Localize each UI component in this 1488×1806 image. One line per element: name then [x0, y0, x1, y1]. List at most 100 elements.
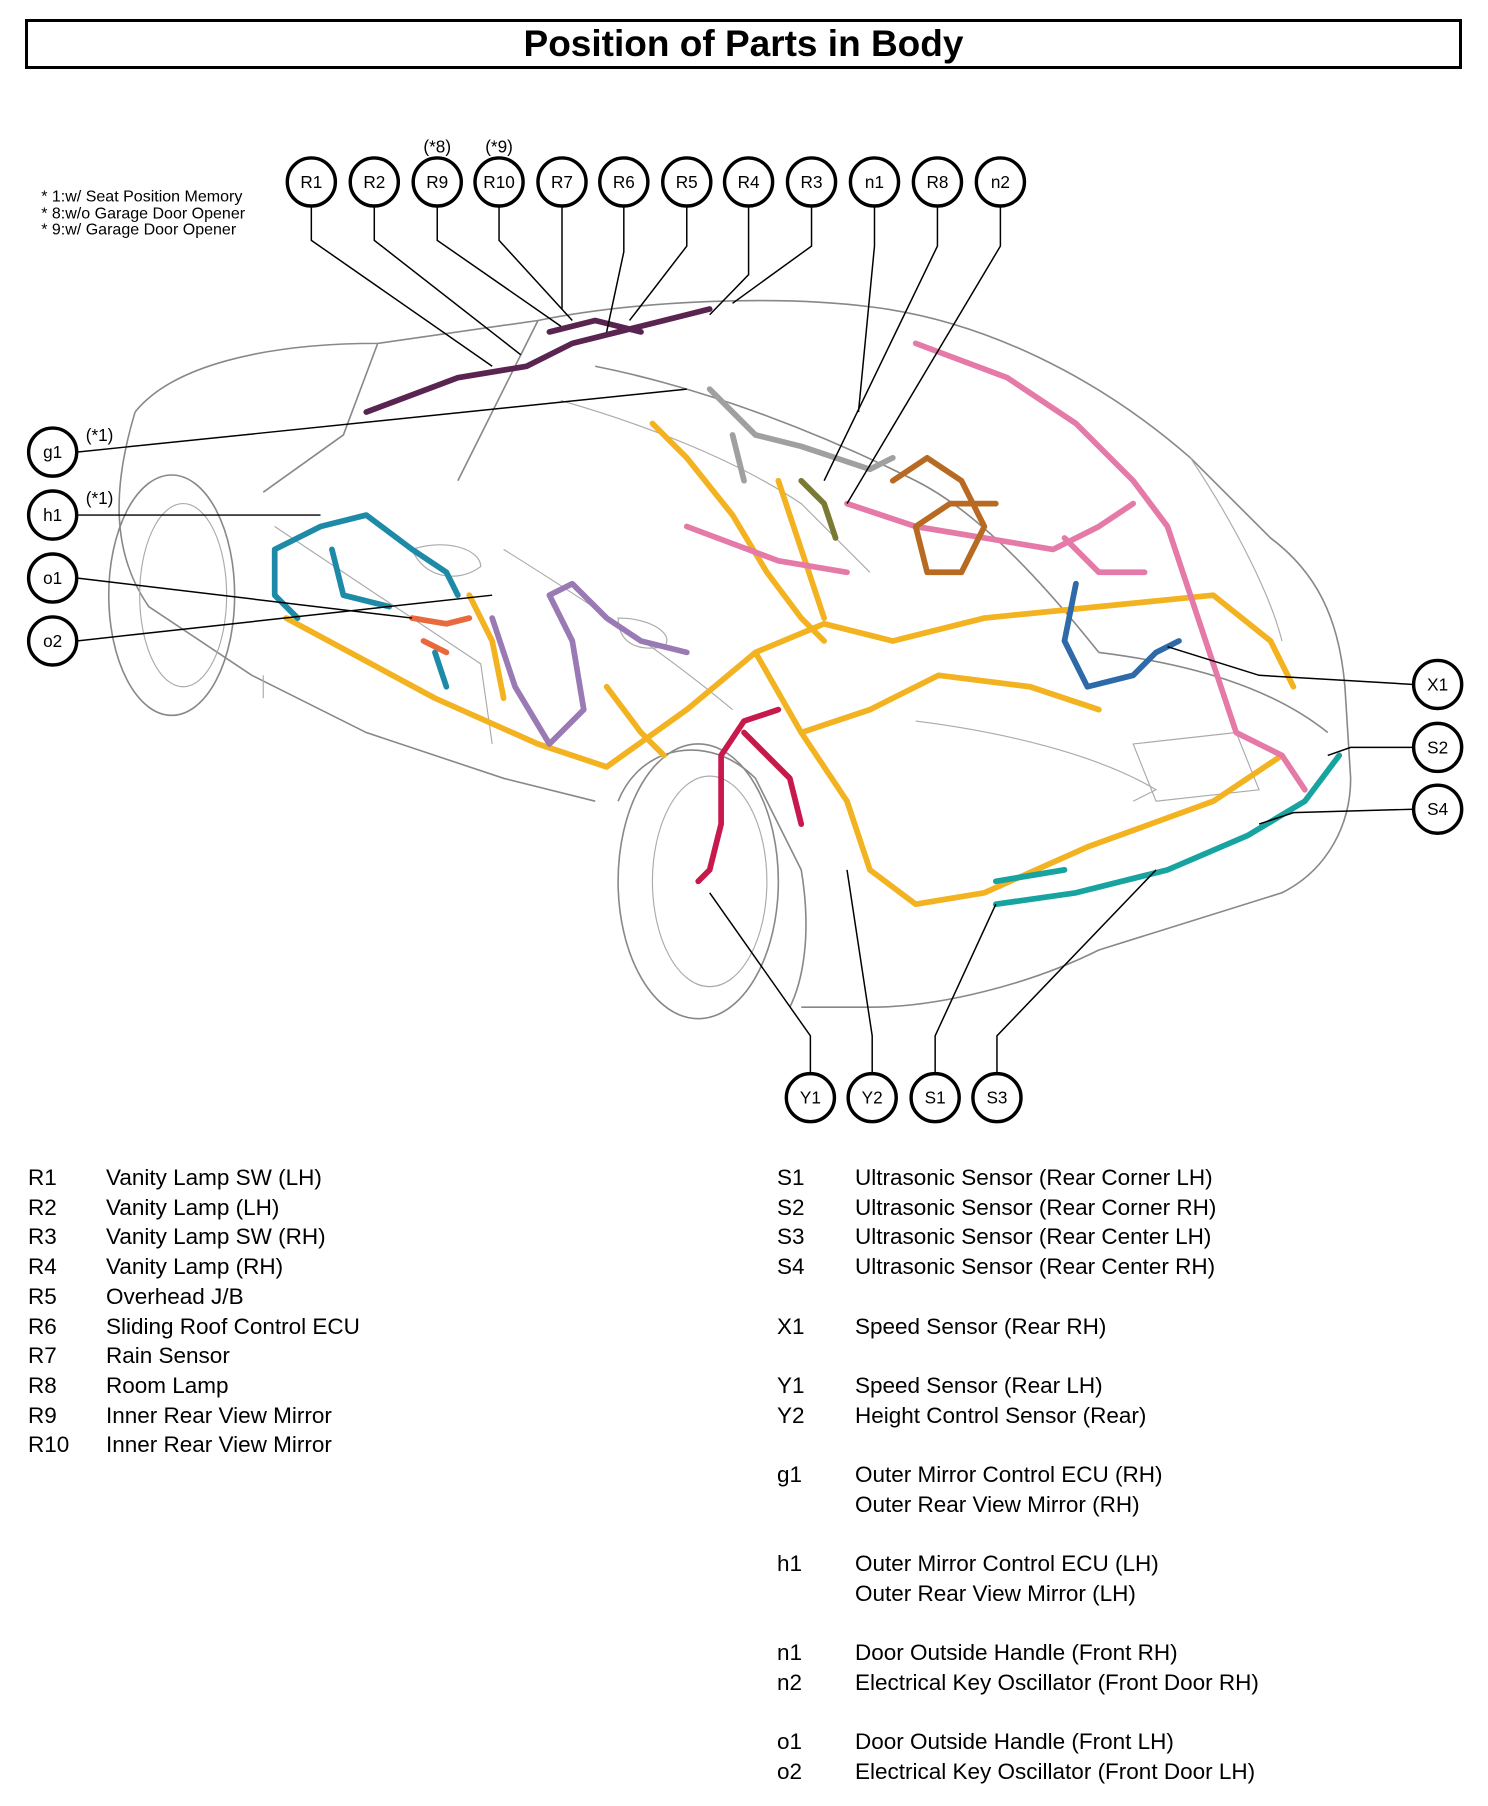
harness-crimson	[695, 706, 805, 885]
legend-desc: Outer Rear View Mirror (LH)	[855, 1580, 1136, 1606]
legend-code: n1	[777, 1640, 803, 1666]
callout-o1: o1	[26, 552, 79, 604]
legend-spacer	[777, 1430, 1467, 1460]
page-title: Position of Parts in Body	[523, 23, 964, 64]
legend-desc: Rain Sensor	[106, 1343, 230, 1369]
legend-row: R2 Vanity Lamp (LH)	[28, 1193, 728, 1223]
legend-row: n2 Electrical Key Oscillator (Front Door …	[777, 1668, 1467, 1698]
legend-spacer	[777, 1282, 1467, 1312]
callout-note-h1: (*1)	[86, 488, 114, 508]
legend-row: R4 Vanity Lamp (RH)	[28, 1252, 728, 1282]
legend-code: Y2	[777, 1402, 805, 1428]
body-parts-diagram: * 1:w/ Seat Position Memory * 8:w/o Gara…	[26, 137, 1464, 1124]
svg-text:S3: S3	[986, 1088, 1007, 1108]
svg-text:h1: h1	[43, 505, 62, 525]
legend-desc: Sliding Roof Control ECU	[106, 1313, 360, 1339]
svg-text:R8: R8	[926, 172, 948, 192]
svg-text:R3: R3	[801, 172, 823, 192]
legend-desc: Outer Mirror Control ECU (LH)	[855, 1551, 1159, 1577]
callout-r5: R5	[661, 156, 713, 208]
svg-text:R5: R5	[676, 172, 698, 192]
callout-n2: n2	[974, 156, 1027, 208]
harness-gray	[706, 386, 896, 484]
callout-n1: n1	[848, 156, 901, 208]
legend-desc: Vanity Lamp SW (LH)	[106, 1165, 322, 1190]
legend-code: g1	[777, 1461, 803, 1487]
harness-yellow	[283, 420, 1297, 908]
callout-x1: X1	[1411, 658, 1464, 711]
svg-text:R7: R7	[551, 172, 573, 192]
legend-code	[777, 1579, 855, 1609]
legend-left: R1 Vanity Lamp SW (LH) R2 Vanity Lamp (LH)…	[28, 1163, 728, 1460]
legend-code: S1	[777, 1165, 805, 1190]
svg-text:R6: R6	[613, 172, 635, 192]
legend-desc: Inner Rear View Mirror	[106, 1402, 332, 1428]
svg-text:R10: R10	[483, 172, 514, 192]
callout-r4: R4	[722, 156, 775, 208]
legend-desc: Electrical Key Oscillator (Front Door RH…	[855, 1669, 1259, 1695]
harness-lavender	[489, 580, 690, 747]
harness-olive	[798, 477, 839, 541]
callout-note-g1: (*1)	[86, 425, 114, 445]
note-3: * 9:w/ Garage Door Opener	[41, 221, 237, 239]
callout-o2: o2	[26, 615, 79, 667]
legend-code: R3	[28, 1224, 57, 1250]
legend-code: R2	[28, 1194, 57, 1220]
svg-text:Y2: Y2	[862, 1088, 883, 1108]
legend-row: Outer Rear View Mirror (RH)	[777, 1490, 1467, 1520]
svg-text:S2: S2	[1427, 737, 1448, 757]
legend-desc: Ultrasonic Sensor (Rear Center RH)	[855, 1254, 1216, 1280]
legend-code: R10	[28, 1432, 70, 1458]
svg-text:g1: g1	[43, 442, 62, 462]
legend-code: R1	[28, 1165, 57, 1190]
callout-s1: S1	[909, 1071, 961, 1124]
legend-code: R4	[28, 1254, 57, 1280]
legend-code: o2	[777, 1758, 803, 1784]
legend-spacer	[777, 1519, 1467, 1549]
legend-row: X1 Speed Sensor (Rear RH)	[777, 1312, 1467, 1342]
legend-spacer	[777, 1698, 1467, 1728]
legend-desc: Outer Rear View Mirror (RH)	[855, 1491, 1140, 1517]
callout-r3: R3	[785, 156, 838, 208]
callout-note-r10: (*9)	[485, 137, 513, 157]
svg-text:R9: R9	[426, 172, 448, 192]
wire-harnesses	[271, 306, 1343, 908]
legend-code: X1	[777, 1313, 805, 1339]
callout-s4: S4	[1411, 783, 1464, 835]
svg-text:n2: n2	[991, 172, 1010, 192]
harness-cyan	[992, 752, 1343, 908]
legend-desc: Vanity Lamp (RH)	[106, 1254, 284, 1280]
callout-y2: Y2	[846, 1071, 898, 1124]
svg-text:o1: o1	[43, 568, 62, 588]
harness-blue	[1061, 580, 1182, 690]
svg-text:S1: S1	[925, 1088, 946, 1108]
legend-code: Y1	[777, 1372, 805, 1398]
legend-desc: Speed Sensor (Rear RH)	[855, 1313, 1107, 1339]
harness-orange	[409, 615, 473, 656]
svg-text:Y1: Y1	[800, 1088, 821, 1108]
legend-code: R5	[28, 1283, 57, 1309]
callout-r8: R8	[911, 156, 964, 208]
legend-row: Outer Rear View Mirror (LH)	[777, 1579, 1467, 1609]
legend-code	[777, 1490, 855, 1520]
legend-desc: Vanity Lamp (LH)	[106, 1194, 280, 1220]
legend-desc: Ultrasonic Sensor (Rear Center LH)	[855, 1224, 1212, 1250]
callout-s2: S2	[1411, 721, 1464, 774]
legend-code: n2	[777, 1669, 803, 1695]
callout-r10: R10	[473, 156, 525, 208]
harness-purple	[363, 306, 713, 415]
callout-r2: R2	[348, 156, 401, 208]
legend-row: h1 Outer Mirror Control ECU (LH)	[777, 1549, 1467, 1579]
harness-pink	[683, 340, 1308, 793]
legend-code: h1	[777, 1551, 803, 1577]
legend-desc: Speed Sensor (Rear LH)	[855, 1372, 1103, 1398]
